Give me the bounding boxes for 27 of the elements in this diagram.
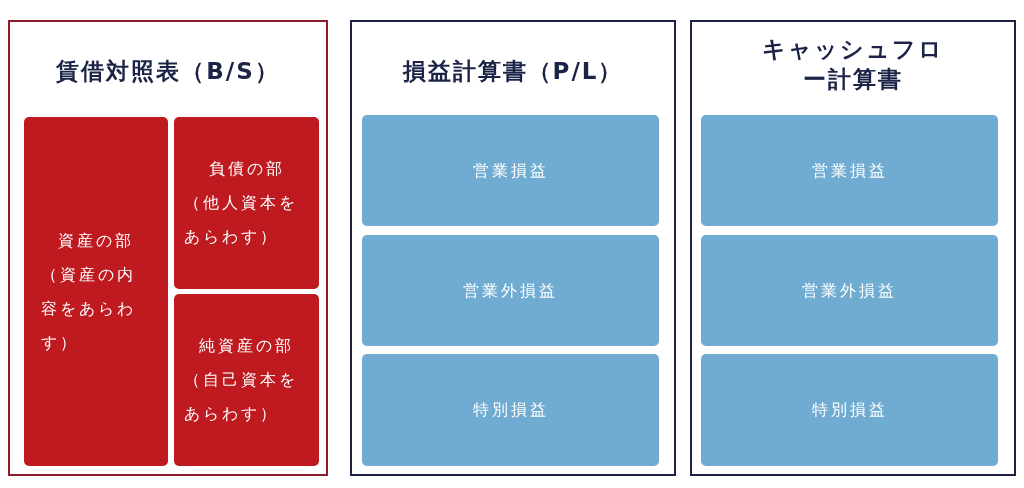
statement-panel <box>690 20 1016 476</box>
section-title: 営業損益 <box>472 159 549 182</box>
section-note: （他人資本をあらわす） <box>184 192 299 248</box>
section-note: （自己資本をあらわす） <box>184 369 299 425</box>
section-box <box>362 354 659 466</box>
section-title: 純資産の部 <box>199 335 294 357</box>
section-box <box>362 115 659 226</box>
section-box <box>362 235 659 346</box>
section-box <box>701 235 998 346</box>
section-title: 負債の部 <box>208 158 285 180</box>
section-box <box>174 117 319 289</box>
section-title: 営業外損益 <box>463 279 558 302</box>
statement-panel <box>350 20 676 476</box>
section-box <box>24 117 168 466</box>
panel-title: 損益計算書（P/L） <box>401 57 625 86</box>
panel-title: キャッシュフロー計算書 <box>761 35 945 94</box>
section-title: 特別損益 <box>811 399 888 421</box>
section-title: 特別損益 <box>472 399 549 421</box>
section-note: （資産の内容をあらわす） <box>41 263 137 354</box>
section-title: 資産の部 <box>58 229 134 252</box>
section-box <box>701 354 998 466</box>
panel-title: 賃借対照表（B/S） <box>55 57 281 86</box>
section-title: 営業外損益 <box>802 279 897 302</box>
section-box <box>174 294 319 466</box>
section-title: 営業損益 <box>811 159 888 182</box>
section-box <box>701 115 998 226</box>
statement-panel <box>8 20 328 476</box>
